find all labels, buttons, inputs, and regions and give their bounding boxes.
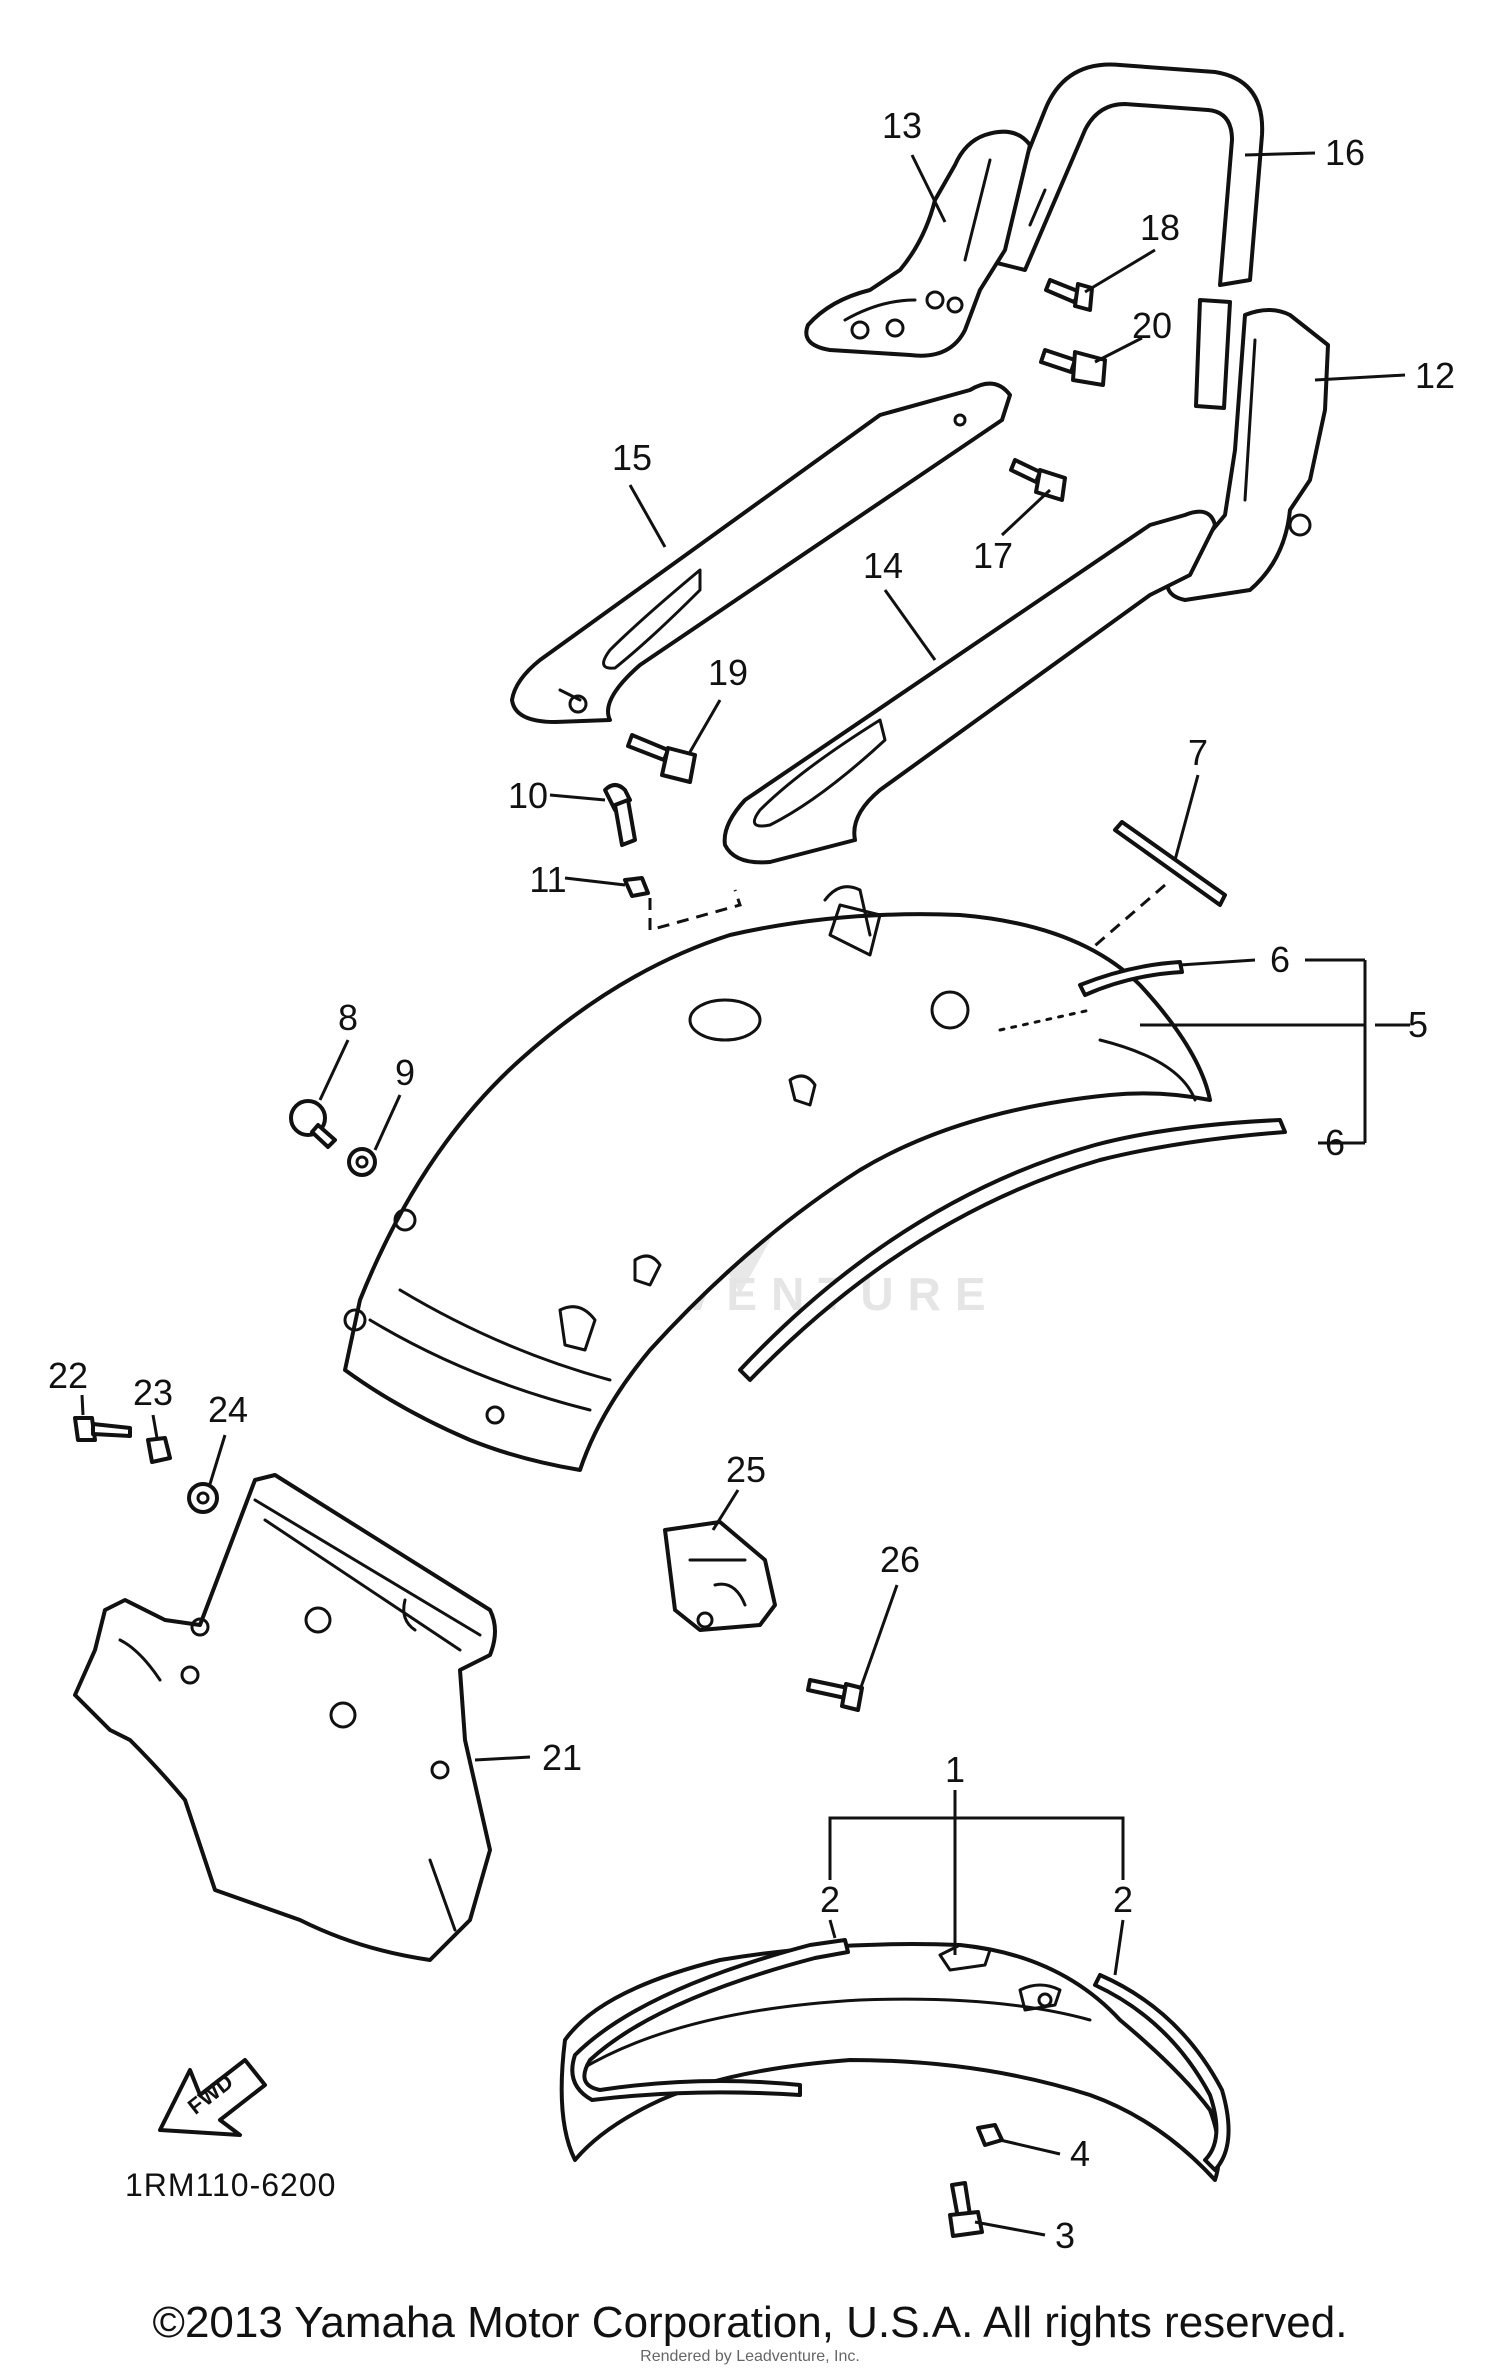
callout-18: 18 xyxy=(1140,207,1180,248)
callout-2b: 2 xyxy=(1113,1879,1133,1920)
part-16-grab-bar xyxy=(983,62,1265,410)
callout-25: 25 xyxy=(726,1449,766,1490)
callout-6b: 6 xyxy=(1325,1122,1345,1163)
part-25-bracket xyxy=(663,1520,777,1632)
callout-26: 26 xyxy=(880,1539,920,1580)
part-7-strip xyxy=(1113,820,1227,907)
part-2-trim-right xyxy=(1093,1973,1231,2172)
part-15-left-rail xyxy=(510,381,1012,724)
callout-16: 16 xyxy=(1325,132,1365,173)
callout-6a: 6 xyxy=(1270,939,1290,980)
callout-10: 10 xyxy=(508,775,548,816)
part-6-trim-bottom xyxy=(738,1118,1287,1382)
part-24-washer xyxy=(187,1482,219,1514)
part-10-bolt xyxy=(603,783,637,847)
callout-15: 15 xyxy=(612,437,652,478)
callout-5: 5 xyxy=(1408,1004,1428,1045)
part-1-front-fender xyxy=(559,1942,1221,2182)
part-26-screw xyxy=(806,1678,864,1712)
part-20-bolt xyxy=(1039,348,1107,387)
part-21-inner-fender xyxy=(73,1473,497,1962)
callout-9: 9 xyxy=(395,1052,415,1093)
part-14-right-rail xyxy=(722,509,1217,865)
callout-2a: 2 xyxy=(820,1879,840,1920)
callout-21: 21 xyxy=(542,1737,582,1778)
callout-19: 19 xyxy=(708,652,748,693)
callout-23: 23 xyxy=(133,1372,173,1413)
callout-4: 4 xyxy=(1070,2133,1090,2174)
callout-7: 7 xyxy=(1188,732,1208,773)
part-17-bolt xyxy=(1009,458,1067,502)
part-19-bolt xyxy=(626,733,697,784)
part-8-bolt xyxy=(289,1099,337,1149)
fwd-arrow-icon: FWD xyxy=(158,2058,267,2137)
part-18-bolt xyxy=(1044,278,1094,312)
callout-14: 14 xyxy=(863,545,903,586)
callout-22: 22 xyxy=(48,1355,88,1396)
rendered-by-text: Rendered by Leadventure, Inc. xyxy=(640,2348,860,2365)
callout-12: 12 xyxy=(1415,355,1455,396)
part-9-washer xyxy=(347,1147,377,1177)
part-3-bolt xyxy=(948,2181,984,2238)
callout-24: 24 xyxy=(208,1389,248,1430)
callout-labels: 13 16 18 12 20 15 14 17 19 10 11 7 6 5 6… xyxy=(48,105,1455,2256)
part-5-rear-fender xyxy=(343,885,1212,1472)
callout-1: 1 xyxy=(945,1749,965,1790)
copyright-text: ©2013 Yamaha Motor Corporation, U.S.A. A… xyxy=(152,2298,1348,2347)
callout-20: 20 xyxy=(1132,305,1172,346)
part-2-trim-left xyxy=(570,1938,850,2102)
callout-17: 17 xyxy=(973,535,1013,576)
callout-8: 8 xyxy=(338,997,358,1038)
part-code: 1RM110-6200 xyxy=(125,2167,336,2203)
part-22-bolt xyxy=(73,1416,132,1442)
leader-lines xyxy=(80,151,1410,2237)
part-4-nut xyxy=(976,2123,1004,2147)
callout-3: 3 xyxy=(1055,2215,1075,2256)
callout-11: 11 xyxy=(529,859,566,900)
part-11-nut xyxy=(623,876,650,898)
part-6-trim-top xyxy=(1078,960,1184,997)
part-23-nut xyxy=(146,1436,172,1464)
callout-13: 13 xyxy=(882,105,922,146)
